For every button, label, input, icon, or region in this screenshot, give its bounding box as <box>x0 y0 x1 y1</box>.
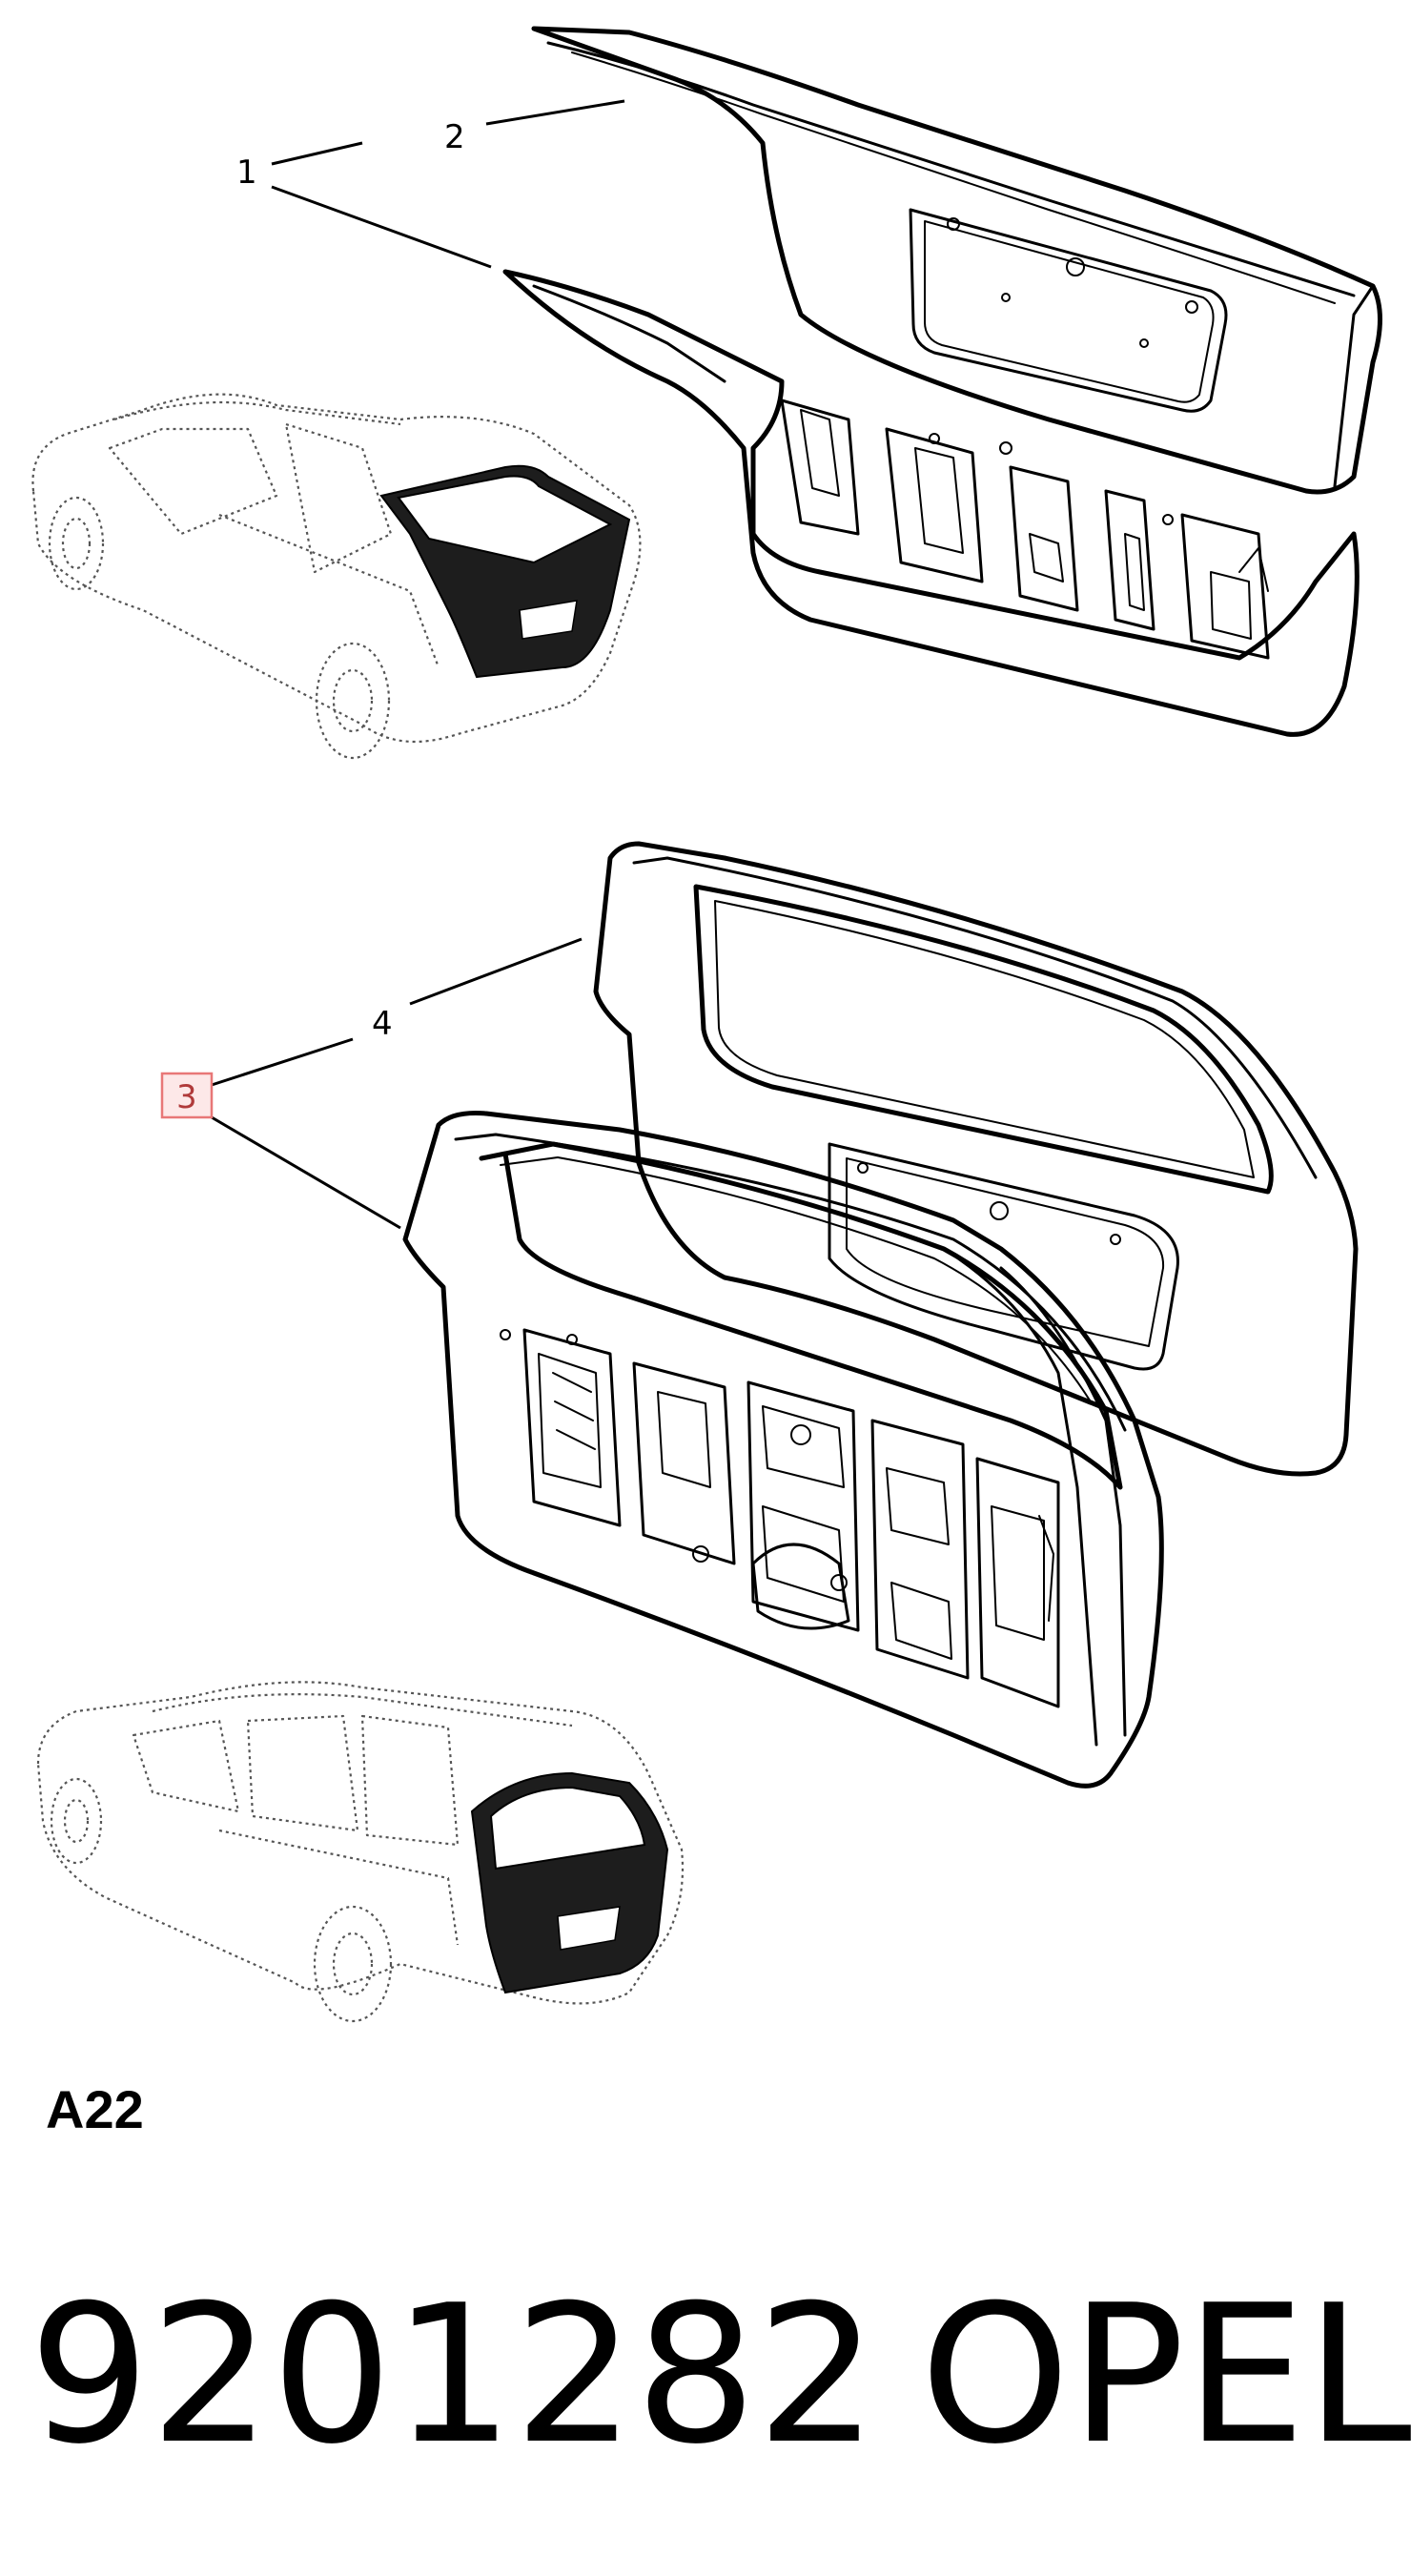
callout-4: 4 <box>372 937 583 1043</box>
tailgate-inner-frame-top <box>502 269 1360 737</box>
tailgate-inner-frame-estate <box>402 1111 1164 1789</box>
part-number: 9201282 <box>29 2264 878 2486</box>
callout-2-label: 2 <box>444 118 465 156</box>
tailgate-outer-panel-top <box>531 26 1382 495</box>
callout-4-label: 4 <box>372 1005 393 1043</box>
section-code: A22 <box>46 2079 144 2139</box>
callout-1-label: 1 <box>236 153 257 192</box>
callout-1: 1 <box>236 141 492 269</box>
brand-name: OPEL <box>920 2264 1411 2486</box>
car-thumbnail-hatchback <box>31 393 642 760</box>
callout-3-highlight-box <box>160 1072 214 1119</box>
car-thumbnail-estate <box>36 1681 685 2023</box>
callout-3: 3 <box>160 1037 401 1230</box>
callout-2: 2 <box>444 99 625 156</box>
tailgate-outer-panel-estate <box>593 841 1359 1477</box>
callout-3-label: 3 <box>176 1078 197 1116</box>
